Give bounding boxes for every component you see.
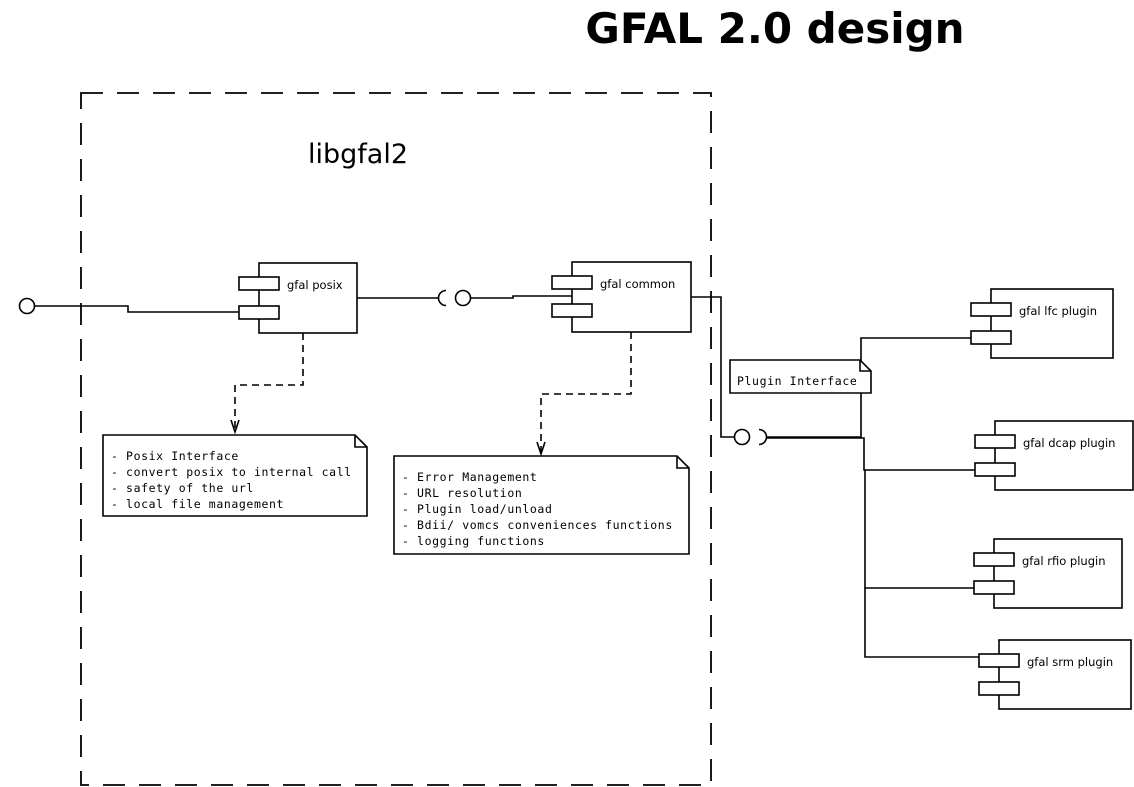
note-line: - local file management <box>111 497 284 511</box>
note-line: - safety of the url <box>111 481 254 495</box>
component-port-icon <box>970 330 1012 345</box>
arrow-head-icon <box>230 419 240 435</box>
component-gfal-lfc-plugin[interactable]: gfal lfc plugin <box>970 288 1114 359</box>
component-port-icon <box>551 275 593 290</box>
note-line: - Posix Interface <box>111 449 239 463</box>
provided-interface-icon <box>454 289 472 307</box>
component-label: gfal rfio plugin <box>1022 554 1105 568</box>
component-gfal-rfio-plugin[interactable]: gfal rfio plugin <box>973 538 1123 609</box>
posix-common-connector <box>357 289 572 307</box>
component-port-icon <box>978 653 1020 668</box>
required-interface-socket-icon <box>437 289 447 307</box>
component-port-icon <box>973 580 1015 595</box>
note-common: - Error Management - URL resolution - Pl… <box>393 455 690 555</box>
provided-interface-icon <box>18 297 36 315</box>
note-line: - Plugin load/unload <box>402 502 552 516</box>
component-label: gfal dcap plugin <box>1023 436 1115 450</box>
component-port-icon <box>970 302 1012 317</box>
posix-note-dependency <box>230 333 304 435</box>
component-port-icon <box>974 462 1016 477</box>
component-label: gfal lfc plugin <box>1019 304 1097 318</box>
external-interface <box>18 297 239 315</box>
component-label: gfal common <box>600 277 675 291</box>
required-interface-socket-icon <box>758 428 768 446</box>
component-port-icon <box>978 681 1020 696</box>
component-port-icon <box>238 276 280 291</box>
note-line: - convert posix to internal call <box>111 465 352 479</box>
component-port-icon <box>551 303 593 318</box>
note-line: - logging functions <box>402 534 545 548</box>
note-line: - Error Management <box>402 470 537 484</box>
note-corner-fold <box>676 456 689 469</box>
plugin-interface-connector <box>691 296 979 658</box>
component-port-icon <box>974 434 1016 449</box>
note-corner-fold <box>354 435 367 448</box>
note-line: Plugin Interface <box>737 374 857 388</box>
common-note-dependency <box>536 332 632 457</box>
provided-interface-icon <box>733 428 751 446</box>
component-gfal-posix[interactable]: gfal posix <box>238 262 358 334</box>
note-corner-fold <box>859 360 871 372</box>
component-gfal-dcap-plugin[interactable]: gfal dcap plugin <box>974 420 1134 491</box>
component-gfal-srm-plugin[interactable]: gfal srm plugin <box>978 639 1132 710</box>
package-label: libgfal2 <box>308 139 408 170</box>
component-label: gfal srm plugin <box>1027 655 1113 669</box>
libgfal2-package-boundary <box>80 92 712 786</box>
arrow-head-icon <box>536 441 546 457</box>
component-port-icon <box>238 305 280 320</box>
note-line: - URL resolution <box>402 486 522 500</box>
component-port-icon <box>973 552 1015 567</box>
note-plugin-interface: Plugin Interface <box>729 359 872 394</box>
diagram-title: GFAL 2.0 design <box>585 4 964 53</box>
component-gfal-common[interactable]: gfal common <box>551 261 692 333</box>
note-line: - Bdii/ vomcs conveniences functions <box>402 518 673 532</box>
component-label: gfal posix <box>287 278 343 292</box>
note-posix: - Posix Interface - convert posix to int… <box>102 434 368 517</box>
